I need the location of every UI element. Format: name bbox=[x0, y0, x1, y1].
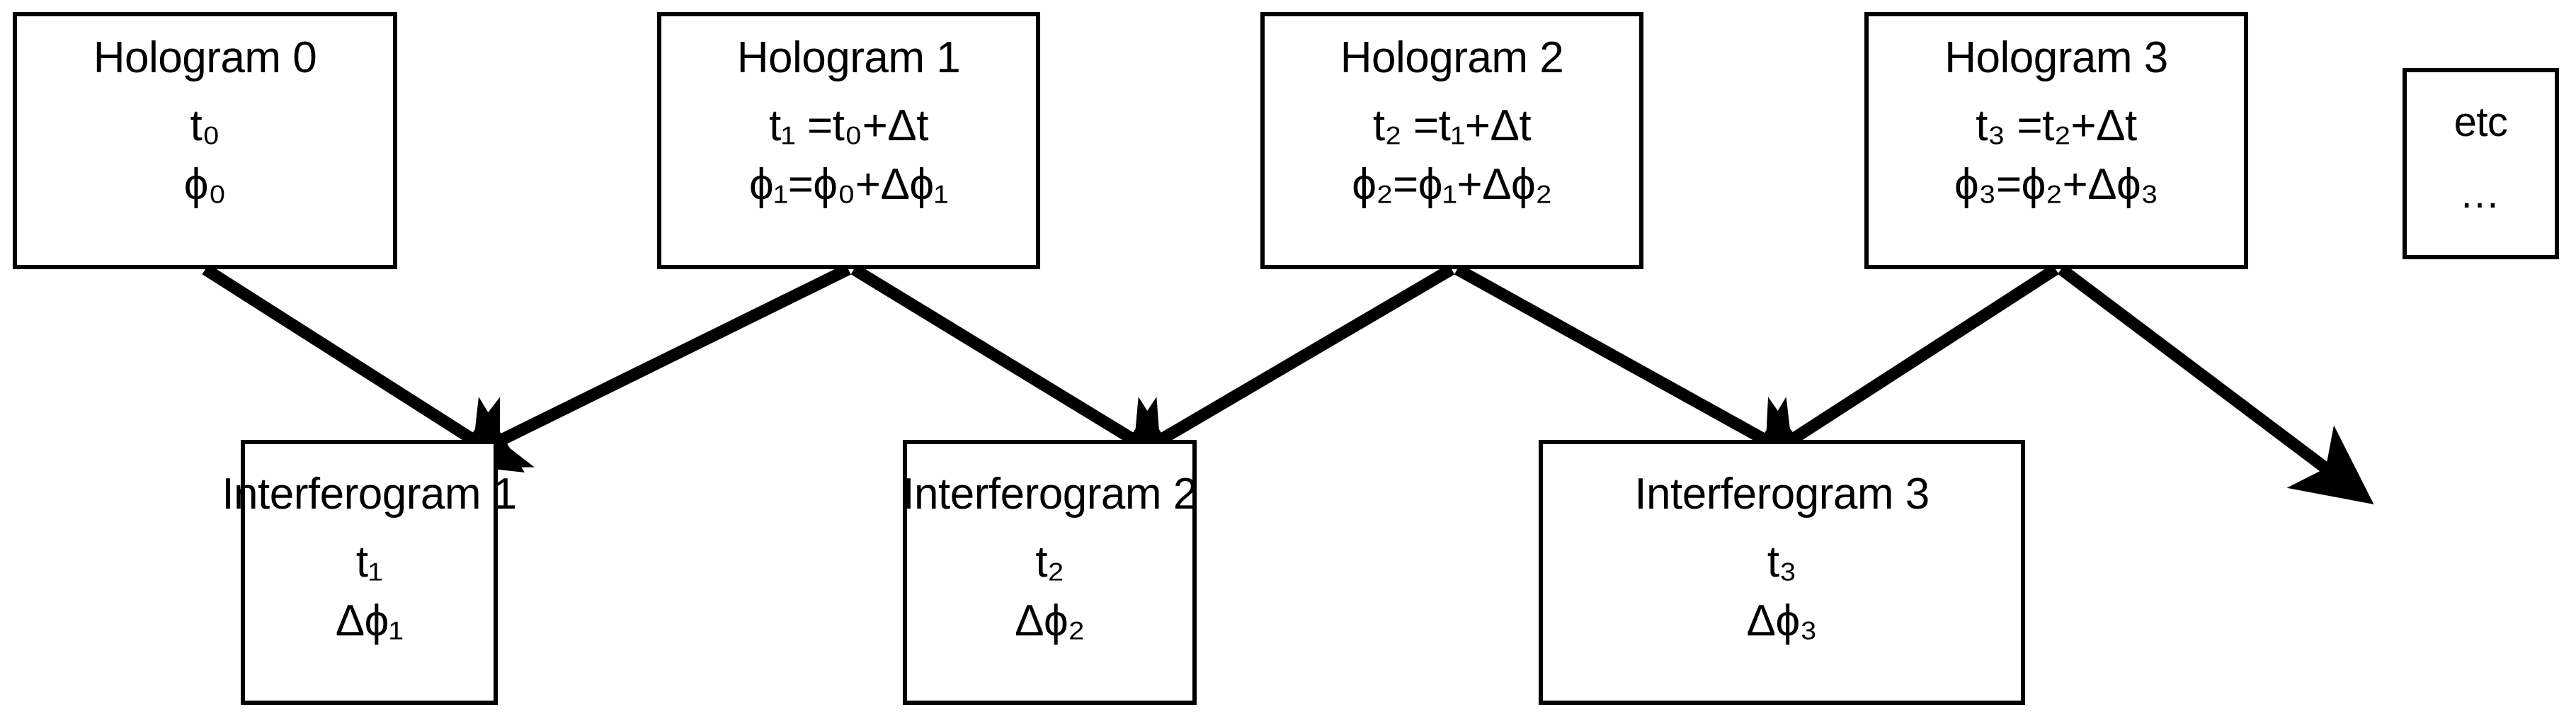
etc-label: etc bbox=[2454, 99, 2508, 145]
hologram-phase-expression: ϕ₃=ϕ₂+Δϕ₃ bbox=[1954, 160, 2159, 210]
interferogram-box-3[interactable]: Interferogram 3 t₃ Δϕ₃ bbox=[1539, 440, 2025, 705]
interferogram-box-2[interactable]: Interferogram 2 t₂ Δϕ₂ bbox=[902, 440, 1197, 705]
arrow-h0-to-i1 bbox=[202, 264, 525, 472]
arrow-h3-to-next bbox=[2057, 264, 2374, 504]
hologram-title: Hologram 0 bbox=[93, 33, 317, 82]
ellipsis-icon: … bbox=[2459, 171, 2502, 217]
arrow-h2-to-i3 bbox=[1454, 264, 1819, 470]
interferogram-time-value: t₁ bbox=[355, 537, 383, 587]
hologram-box-1[interactable]: Hologram 1 t₁ =t₀+Δt ϕ₁=ϕ₀+Δϕ₁ bbox=[657, 12, 1040, 269]
hologram-phase-expression: ϕ₀ bbox=[183, 160, 227, 210]
interferogram-time-value: t₃ bbox=[1767, 537, 1797, 587]
etc-box[interactable]: etc … bbox=[2403, 68, 2559, 259]
arrow-h2-to-i2 bbox=[1107, 264, 1455, 471]
hologram-title: Hologram 2 bbox=[1340, 33, 1564, 82]
interferogram-time-value: t₂ bbox=[1035, 537, 1064, 587]
hologram-box-2[interactable]: Hologram 2 t₂ =t₁+Δt ϕ₂=ϕ₁+Δϕ₂ bbox=[1260, 12, 1643, 269]
interferogram-phase-value: Δϕ₁ bbox=[335, 596, 404, 646]
hologram-box-0[interactable]: Hologram 0 t₀ ϕ₀ bbox=[13, 12, 397, 269]
hologram-title: Hologram 1 bbox=[736, 33, 961, 82]
interferogram-phase-value: Δϕ₂ bbox=[1015, 596, 1085, 646]
arrow-h3-to-i3 bbox=[1740, 264, 2059, 473]
interferogram-title: Interferogram 3 bbox=[1634, 470, 1930, 519]
hologram-time-expression: t₂ =t₁+Δt bbox=[1372, 101, 1532, 150]
hologram-phase-expression: ϕ₁=ϕ₀+Δϕ₁ bbox=[748, 160, 949, 210]
interferogram-phase-value: Δϕ₃ bbox=[1746, 596, 1818, 646]
interferogram-title: Interferogram 2 bbox=[902, 470, 1197, 519]
hologram-time-expression: t₁ =t₀+Δt bbox=[769, 101, 928, 150]
hologram-box-3[interactable]: Hologram 3 t₃ =t₂+Δt ϕ₃=ϕ₂+Δϕ₃ bbox=[1864, 12, 2248, 269]
interferogram-title: Interferogram 1 bbox=[222, 470, 517, 519]
hologram-title: Hologram 3 bbox=[1944, 33, 2168, 82]
hologram-time-expression: t₃ =t₂+Δt bbox=[1976, 101, 2137, 150]
hologram-phase-expression: ϕ₂=ϕ₁+Δϕ₂ bbox=[1352, 160, 1552, 210]
arrow-h1-to-i2 bbox=[850, 264, 1186, 472]
interferogram-box-1[interactable]: Interferogram 1 t₁ Δϕ₁ bbox=[222, 440, 517, 705]
arrow-h1-to-i1 bbox=[445, 264, 851, 468]
hologram-time-expression: t₀ bbox=[190, 101, 220, 150]
